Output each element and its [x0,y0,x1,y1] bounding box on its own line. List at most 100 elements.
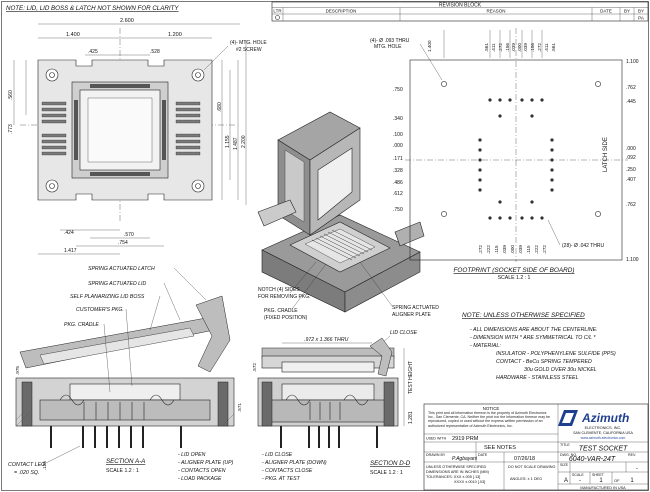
fp-bot-039: .039 [502,245,507,254]
dim-424: .424 [64,230,74,236]
dim-1487: 1.487 [233,137,239,150]
fp-top-272: .272 [498,43,503,52]
mtg-hole [191,68,205,82]
tb-dwg-no: 6040-VAR-24T [569,456,616,463]
mtg-hole-callout-2: #2 SCREW [236,47,262,53]
fp-top-272b: .272 [537,43,542,52]
fp-scale: SCALE 1.2 : 1 [498,275,531,281]
label-aligner-2: ALIGNER PLATE [392,312,431,318]
notes-line-3: - MATERIAL: [470,343,501,349]
fp-right-1100b: 1.100 [626,257,639,263]
top-view: 2.600 1.400 1.200 .425 .528 [8,18,267,255]
fp-left-100: .100 [393,132,403,138]
fp-bot-115b: .115 [526,245,531,254]
tb-see-notes: SEE NOTES [484,445,516,451]
dim-528: .528 [150,49,160,55]
fp-pin-callout: (28)- Ø .042 THRU [562,243,605,249]
tb-tol-1: UNLESS OTHERWISE SPECIFIED [426,465,487,469]
tb-company: Azimuth [581,411,629,425]
rev-col-description: DESCRIPTION [326,9,357,14]
rev-col-pa: PA [638,16,644,21]
fp-left-612: .612 [393,191,403,197]
sa-legend-1: - LID OPEN [178,452,206,458]
sa-label-pkg: CUSTOMER'S PKG. [76,307,124,313]
sa-scale: SCALE 1.2 : 1 [106,468,139,474]
fp-left-328: .328 [393,168,403,174]
sa-label-boss: SELF PLANARIZING LID BOSS [70,294,145,300]
tb-drawn-by: P.Agbayani [452,456,478,462]
fp-left-750: .750 [393,87,403,93]
tb-title: TEST SOCKET [579,446,628,453]
fp-right-407: .407 [626,177,636,183]
fp-right-092: .092 [626,155,636,161]
sd-lid-close: LID CLOSE [390,330,418,336]
mtg-hole [191,179,205,193]
dim-773: .773 [8,124,14,134]
fp-left-000: .000 [393,143,403,149]
notes-line-7: HARDWARE - STAINLESS STEEL [496,375,579,381]
sd-dim-572: .572 [252,363,257,372]
tb-company-sub: ELECTRONICS, INC. [585,426,622,430]
tb-drawn-by-label: DRAWN BY [426,453,446,457]
notes-line-4: INSULATOR - POLYPHENYLENE SULFIDE (PPS) [496,351,616,357]
label-pkg-cradle-2: (FIXED POSITION) [264,315,308,321]
tb-company-addr: SAN CLEMENTE, CALIFORNIA USA [573,431,633,435]
label-notch-2: FOR REMOVING PKG. [258,294,311,300]
fp-top-411b: .411 [544,43,549,52]
fp-top-000: .000 [517,43,522,52]
fp-latch-side: LATCH SIDE [603,137,609,172]
sd-height-1281: 1.281 [408,411,414,424]
tb-of: OF [614,478,620,483]
dim-754: .754 [118,240,128,246]
rev-col-date: DATE [600,9,612,14]
fp-top-561: .561 [484,43,489,52]
dim-560: .560 [8,90,14,100]
sd-title: SECTION D-D [370,460,411,467]
fp-left-171: .171 [393,156,403,162]
tb-notice-head: NOTICE [483,406,500,411]
tb-do-not-scale: DO NOT SCALE DRAWING [508,465,556,469]
sa-contact-leg-2: = .020 SQ. [14,470,39,476]
tb-angles: ANGLES: ± 1 DEG [510,477,542,481]
sd-legend-3: - CONTACTS CLOSE [262,468,313,474]
sd-thru: .972 x 1.366 THRU [304,337,349,343]
fp-bot-115: .115 [494,245,499,254]
fp-title: FOOTPRINT (SOCKET SIDE OF BOARD) [454,267,575,274]
tb-tol-4: XXXX ±.0010 [.03] [454,480,485,484]
fp-right-762: .762 [626,85,636,91]
fp-top-039b: .039 [523,43,528,52]
sa-legend-2: - ALIGNER PLATE (UP) [178,460,234,466]
mtg-hole [45,179,59,193]
notes-block: NOTE: UNLESS OTHERWISE SPECIFIED - ALL D… [462,312,616,381]
fp-left-486: .486 [393,180,403,186]
sa-label-lid: SPRING ACTUATED LID [88,281,146,287]
notes-title: NOTE: UNLESS OTHERWISE SPECIFIED [462,312,585,319]
datum-target-icon [275,15,280,20]
tb-tol-2: DIMENSIONS ARE IN INCHES (MM) [426,470,490,474]
fp-bot-000: .000 [510,245,515,254]
dim-425: .425 [88,49,98,55]
rev-col-by-2: BY [638,9,644,14]
tb-size: A [564,478,568,484]
label-aligner-1: SPRING ACTUATED [392,305,439,311]
mtg-hole-callout-1: (4)- MTG. HOLE [230,40,267,46]
isometric-view: NOTCH (4) SIDES FOR REMOVING PKG. PKG. C… [257,111,439,321]
title-block: NOTICE This print and all information th… [423,403,649,491]
tb-scale-label: SCALE [572,473,584,477]
sa-contact-leg-1: CONTACT LEG [8,462,45,468]
fp-bot-039b: .039 [518,245,523,254]
fp-top-1400: 1.400 [427,40,432,52]
tb-scale: - [579,478,581,484]
fp-right-1100: 1.100 [626,59,639,65]
dim-1417: 1.417 [64,248,77,254]
tb-used-with-label: USED WITH [426,437,447,441]
dim-680: .680 [217,102,223,112]
fp-bot-272: .272 [478,245,483,254]
fp-left-750b: .750 [393,207,403,213]
fp-hole-callout-1: (4)- Ø .093 THRU [370,38,410,44]
fp-bot-222: .222 [486,245,491,254]
fp-top-411: .411 [491,43,496,52]
tb-sheet-total: 1 [630,478,634,484]
